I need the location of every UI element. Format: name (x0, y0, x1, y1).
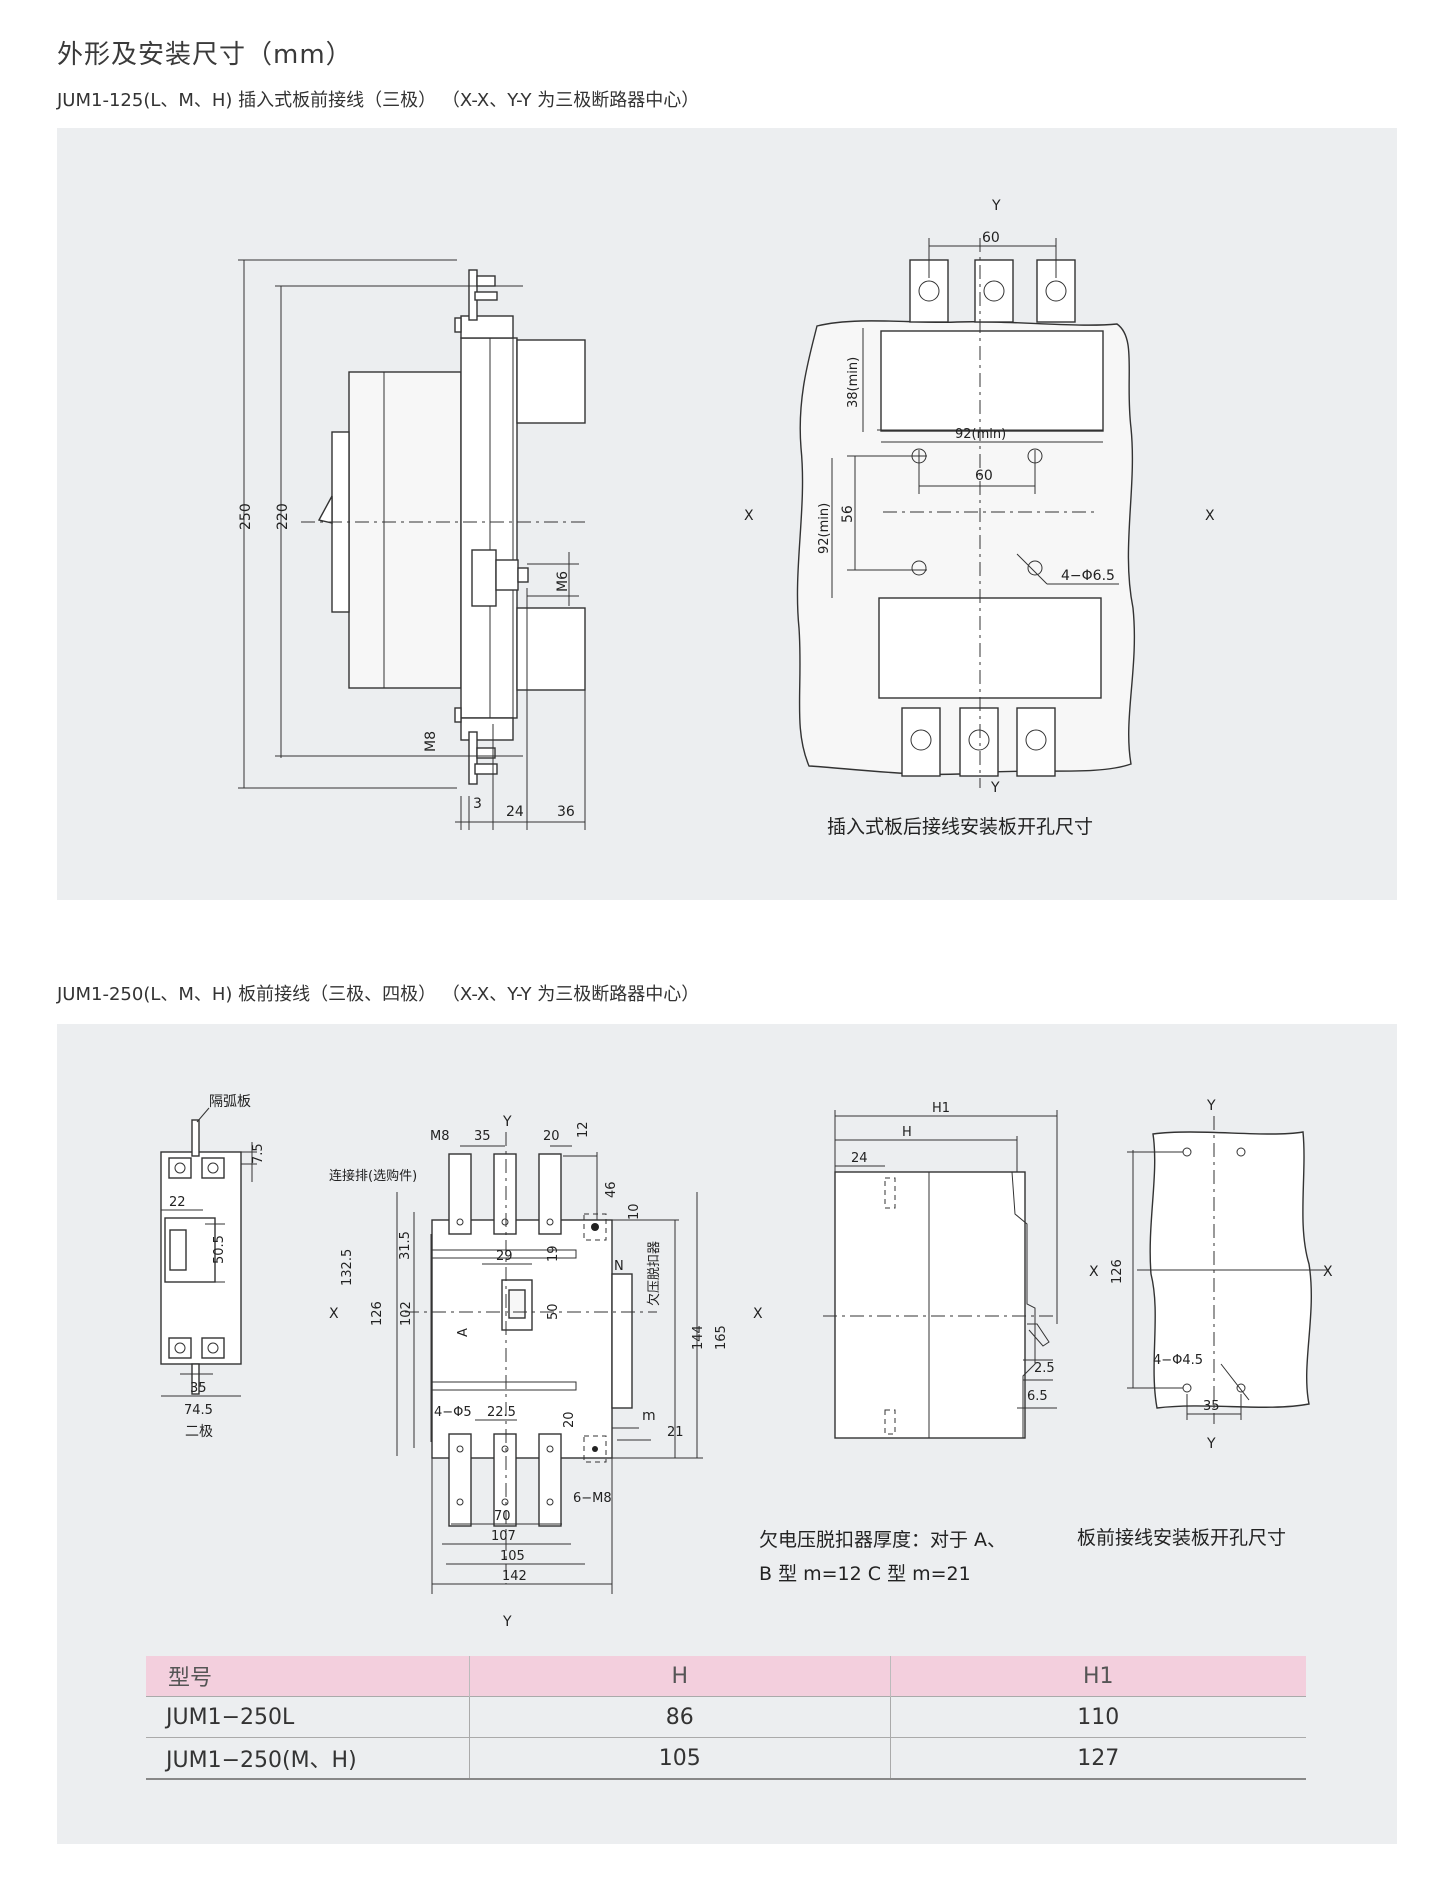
dim-60-mid: 60 (975, 468, 993, 484)
table-row: JUM1−250(M、H) 105 127 (146, 1737, 1306, 1780)
dim-102: 102 (399, 1301, 414, 1326)
dim-46: 46 (604, 1181, 619, 1198)
dim-38min: 38(min) (846, 357, 861, 408)
dim-19: 19 (546, 1245, 561, 1262)
dim-6-5: 6.5 (1027, 1389, 1048, 1404)
dim-22-5: 22.5 (487, 1405, 516, 1420)
dim-35-panel: 35 (1203, 1399, 1220, 1414)
side-view-250 (823, 1110, 1058, 1439)
front-holes: 4−Φ6.5 (1061, 568, 1115, 584)
table-row: JUM1−250L 86 110 (146, 1696, 1306, 1738)
dim-50-5: 50.5 (212, 1235, 227, 1264)
n-label: N (614, 1259, 624, 1274)
dim-144: 144 (691, 1325, 706, 1350)
dim-h1: H1 (932, 1101, 950, 1116)
dim-h: H (902, 1125, 912, 1140)
table-cell: 110 (889, 1696, 1306, 1738)
dim-36: 36 (557, 804, 575, 820)
dim-250: 250 (238, 503, 254, 530)
front-x-right: X (1205, 508, 1215, 524)
panel-caption: 板前接线安装板开孔尺寸 (1077, 1527, 1286, 1549)
table-header: 型号 (146, 1656, 470, 1697)
panel-holes: 4−Φ4.5 (1153, 1353, 1203, 1368)
panel-x-left: X (1089, 1264, 1099, 1280)
section2-drawings: 隔弧板 7.5 22 50.5 35 74.5 二极 (160, 1094, 1333, 1630)
main-y-bottom: Y (502, 1614, 512, 1630)
main-y-top: Y (502, 1114, 512, 1130)
dim-220: 220 (275, 503, 291, 530)
table-cell: 86 (469, 1696, 891, 1738)
model-dimension-table: 型号 H H1 JUM1−250L 86 110 JUM1−250(M、H) 1… (146, 1656, 1306, 1780)
dim-29: 29 (496, 1249, 513, 1264)
twopole-view (160, 1107, 257, 1397)
dim-m8: M8 (423, 731, 439, 752)
dim-m6: M6 (555, 571, 571, 592)
front-caption: 插入式板后接线安装板开孔尺寸 (827, 816, 1093, 838)
main-front-view (396, 1132, 703, 1594)
dim-20-bot: 20 (562, 1411, 577, 1428)
panel-x-right: X (1323, 1264, 1333, 1280)
dim-56: 56 (840, 505, 856, 523)
front-x-left: X (744, 508, 754, 524)
dim-2-5: 2.5 (1034, 1361, 1055, 1376)
dim-24-side: 24 (851, 1151, 868, 1166)
panel-y-bottom: Y (1206, 1436, 1216, 1452)
dim-92min-h: 92(min) (955, 427, 1006, 442)
section1-caption: JUM1-125(L、M、H) 插入式板前接线（三极） （X-X、Y-Y 为三极… (57, 90, 700, 111)
section1-panel: 250 220 M6 M8 3 24 36 (57, 128, 1397, 900)
dim-35-2p: 35 (190, 1381, 207, 1396)
busbar-label: 连接排(选购件) (329, 1168, 417, 1184)
dim-7-5: 7.5 (251, 1143, 266, 1164)
dim-92min-v: 92(min) (817, 503, 832, 554)
dim-60-top: 60 (982, 230, 1000, 246)
front-y-top: Y (991, 198, 1001, 214)
dim-21: 21 (667, 1425, 684, 1440)
dim-126-panel: 126 (1110, 1259, 1125, 1284)
dim-142: 142 (502, 1569, 527, 1584)
dim-35-main: 35 (474, 1129, 491, 1144)
m-label: m (642, 1408, 656, 1424)
table-header: H1 (889, 1656, 1306, 1697)
dim-50: 50 (546, 1303, 561, 1320)
dim-74-5: 74.5 (184, 1403, 213, 1418)
table-header-row: 型号 H H1 (146, 1656, 1306, 1697)
front-cutout-125 (796, 238, 1136, 788)
panel-cutout-250 (1127, 1116, 1327, 1424)
front-y-bottom: Y (990, 780, 1000, 796)
dim-105: 105 (500, 1549, 525, 1564)
table-cell: 105 (469, 1737, 891, 1780)
table-cell: JUM1−250(M、H) (146, 1737, 470, 1780)
dim-m8: M8 (430, 1129, 450, 1144)
table-cell: 127 (889, 1737, 1306, 1780)
page-title: 外形及安装尺寸（mm） (57, 40, 353, 70)
panel-y-top: Y (1206, 1098, 1216, 1114)
section1-drawings: 250 220 M6 M8 3 24 36 (238, 198, 1215, 838)
uv-note-line2: B 型 m=12 C 型 m=21 (759, 1563, 971, 1585)
uv-release-label: 欠压脱扣器 (646, 1241, 662, 1306)
uv-note-line1: 欠电压脱扣器厚度：对于 A、 (759, 1529, 1006, 1551)
dim-107: 107 (491, 1529, 516, 1544)
dim-132-5: 132.5 (340, 1249, 355, 1286)
section2-caption: JUM1-250(L、M、H) 板前接线（三极、四极） （X-X、Y-Y 为三极… (57, 984, 700, 1005)
dim-24: 24 (506, 804, 524, 820)
dim-20-top: 20 (543, 1129, 560, 1144)
table-cell: JUM1−250L (146, 1696, 470, 1738)
dim-31-5: 31.5 (398, 1231, 413, 1260)
dim-12: 12 (576, 1121, 591, 1138)
dim-126-main: 126 (370, 1301, 385, 1326)
twopole-label: 二极 (185, 1424, 213, 1440)
dim-70: 70 (494, 1509, 511, 1524)
main-x-right: X (753, 1306, 763, 1322)
table-header: H (469, 1656, 891, 1697)
side-view-125 (238, 259, 587, 830)
holes-6-m8: 6−M8 (573, 1491, 612, 1506)
dim-165: 165 (714, 1325, 729, 1350)
main-x-left: X (329, 1306, 339, 1322)
dim-22: 22 (169, 1195, 186, 1210)
holes-4-d5: 4−Φ5 (434, 1405, 472, 1420)
arc-plate-label: 隔弧板 (209, 1094, 251, 1110)
dim-3: 3 (473, 796, 482, 812)
dim-10: 10 (627, 1203, 642, 1220)
a-label: A (456, 1328, 471, 1337)
